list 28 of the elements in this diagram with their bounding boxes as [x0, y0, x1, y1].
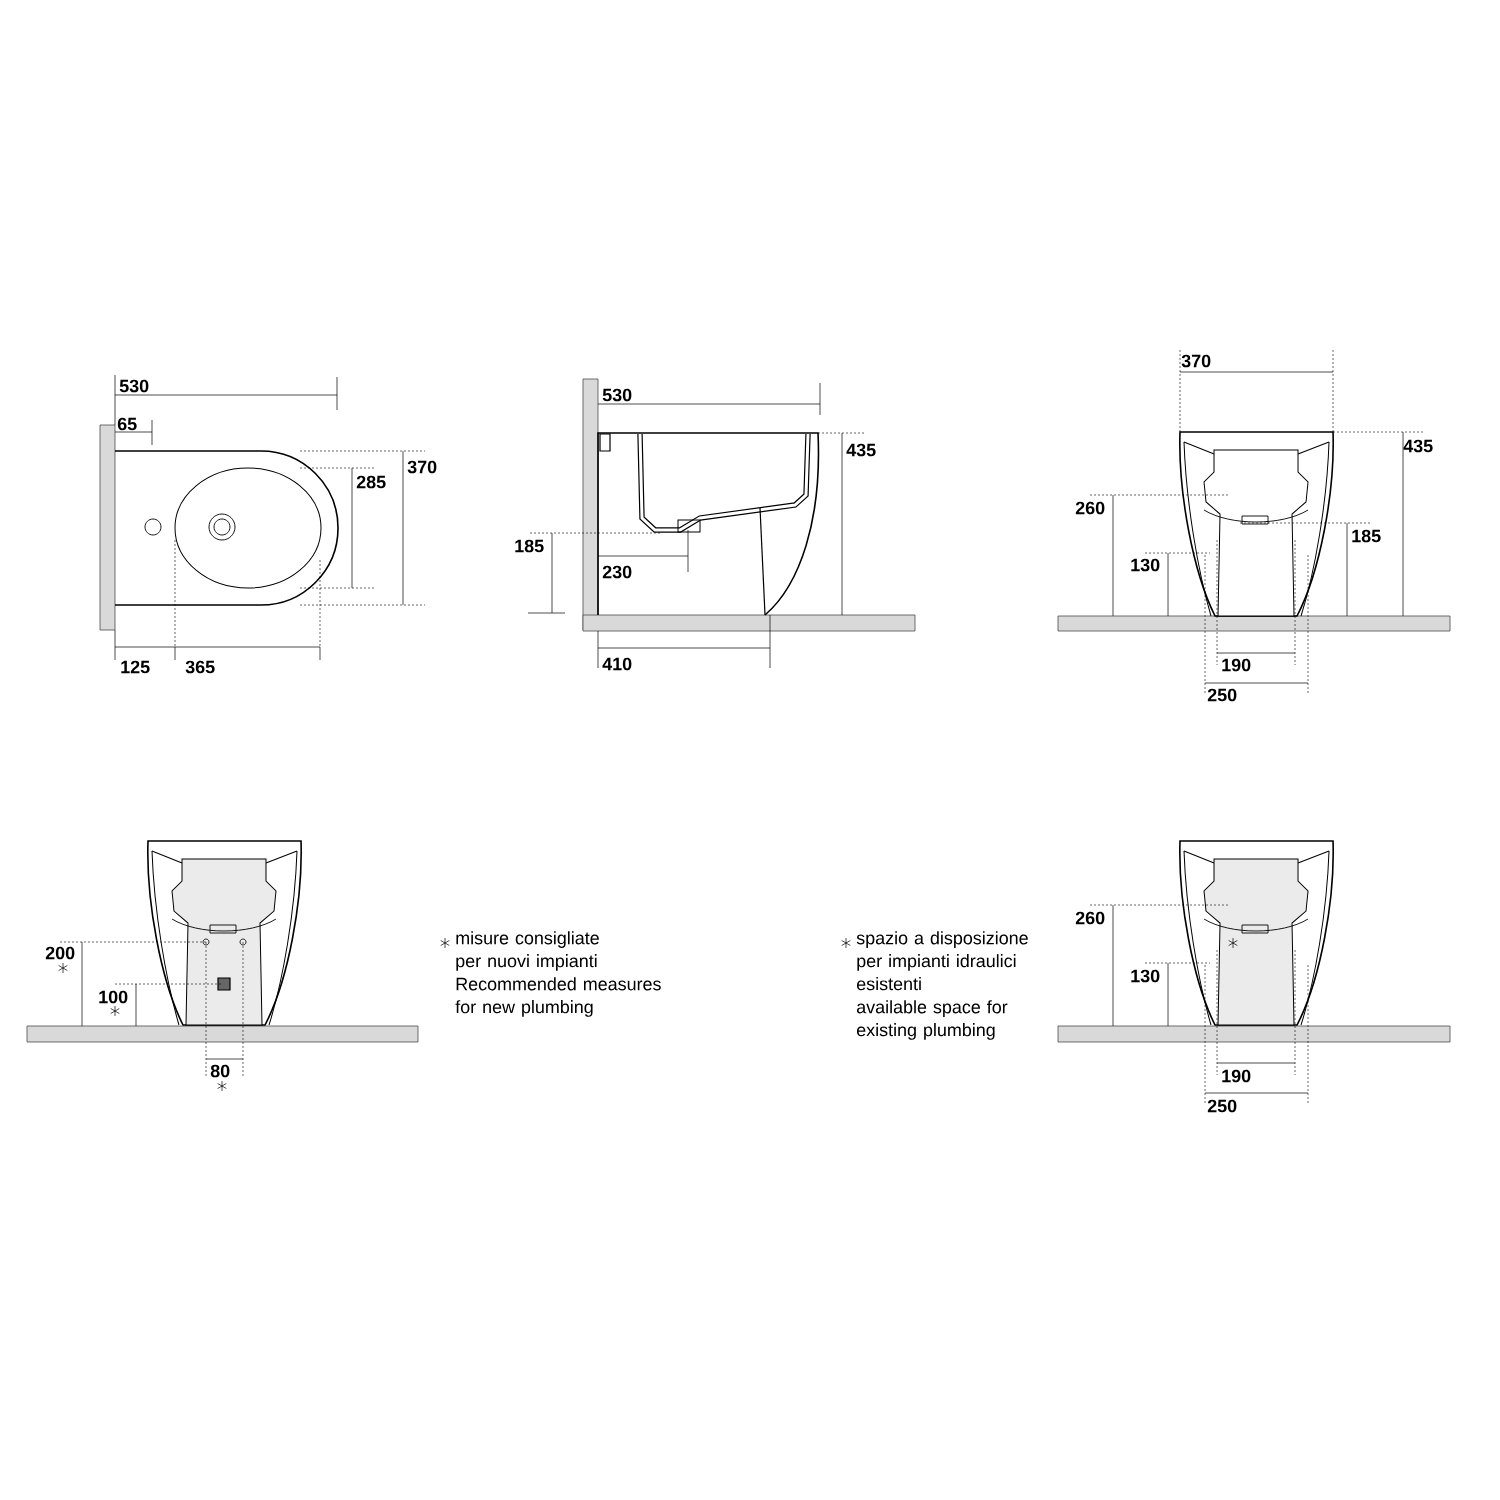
dimension-label: 250: [1207, 688, 1237, 702]
dimension-label: 130: [1131, 969, 1160, 983]
dimension-label: 100: [99, 990, 128, 1004]
dimension-label: 230: [602, 565, 632, 579]
dimension-label: 435: [1403, 439, 1433, 453]
dimension-label: 370: [407, 460, 437, 474]
dimension-label: 530: [602, 388, 632, 402]
note-text: Recommended measures for new plumbing: [455, 977, 661, 1017]
dimension-label: 370: [1181, 354, 1211, 368]
dimension-label: 185: [1352, 529, 1381, 543]
dimension-label: 250: [1207, 1099, 1237, 1113]
dimension-label: 65: [117, 417, 137, 431]
dimension-label: 285: [356, 475, 386, 489]
dimension-label: 190: [1222, 658, 1251, 672]
dimension-label: 125: [121, 660, 150, 674]
dimension-label: 260: [1075, 911, 1105, 925]
dimension-label: 185: [515, 539, 544, 553]
dimension-label: 365: [185, 660, 215, 674]
dimension-label: 435: [846, 443, 876, 457]
dimension-label: 200: [45, 946, 75, 960]
note-text: misure consigliate per nuovi impianti: [456, 931, 599, 971]
note-text: available space for existing plumbing: [857, 1000, 1008, 1040]
dimension-label: 190: [1222, 1069, 1251, 1083]
dimension-label: 530: [119, 379, 149, 393]
dimension-label: 260: [1075, 501, 1105, 515]
dimension-label: 80: [210, 1064, 230, 1078]
dimension-label: 410: [602, 657, 632, 671]
dimension-label: 130: [1131, 558, 1160, 572]
